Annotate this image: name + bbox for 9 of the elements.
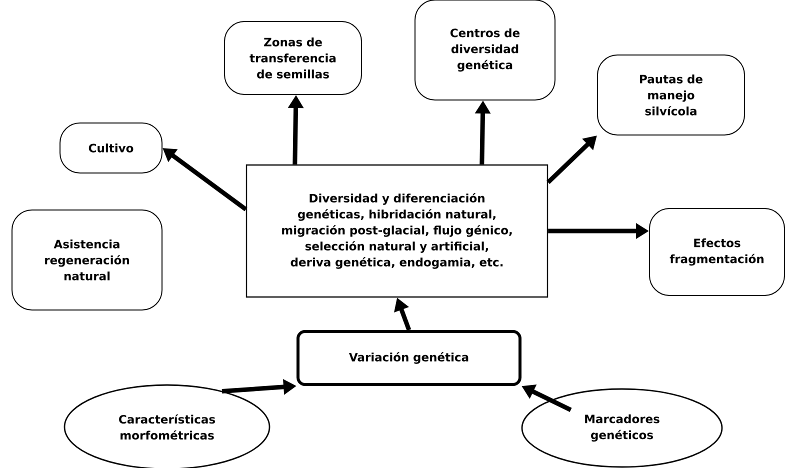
rounded-box: Zonas de transferencia de semillas: [224, 21, 362, 95]
process-box: Variación genética: [296, 330, 522, 386]
rounded-box: Pautas de manejo silvícola: [597, 54, 745, 136]
rounded-box: Centros de diversidad genética: [414, 0, 556, 100]
ellipse-node: Marcadores genéticos: [521, 388, 723, 468]
rounded-box: Efectos fragmentación: [649, 208, 785, 296]
rounded-box: Asistencia regeneración natural: [12, 210, 162, 310]
process-box: Diversidad y diferenciación genéticas, hibridación natural, migración post-glacial, flujo génico, selección natural y artificial, deriva genética, endogamia, etc.: [246, 164, 548, 298]
rounded-box: Cultivo: [60, 122, 162, 174]
